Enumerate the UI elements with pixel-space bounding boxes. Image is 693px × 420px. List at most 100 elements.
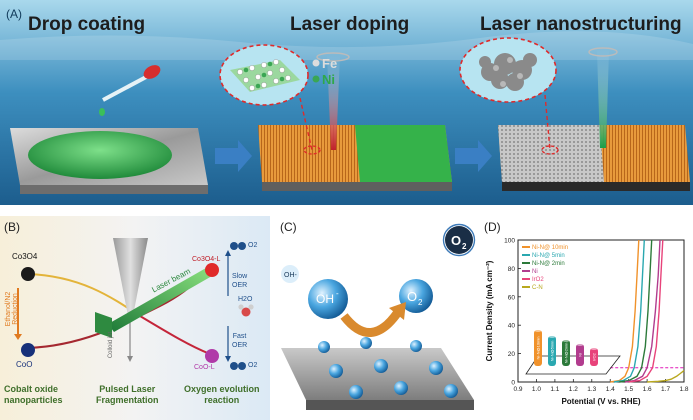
x-tick-label: 1.0 <box>532 386 541 393</box>
x-tick-label: 1.4 <box>606 386 615 393</box>
surface-spheres <box>318 337 458 399</box>
x-tick-label: 1.8 <box>679 386 688 393</box>
legend-label-2: Ni-N@ 2min <box>532 261 565 267</box>
co3o4-l-label: Co3O4-L <box>192 256 221 263</box>
co3o4-l-particle <box>205 263 219 277</box>
laser-beam-green <box>597 50 609 148</box>
x-tick-label: 1.7 <box>661 386 670 393</box>
inset-bar-label-2: Ni-N@2min <box>564 343 569 364</box>
legend-label-5: C-N <box>532 285 543 291</box>
reduction-label: Ethanol/N2 Reduction <box>5 291 19 327</box>
panel-a: Fe Ni (A) Drop coating Laser doping Lase… <box>0 0 693 205</box>
x-tick-label: 1.6 <box>643 386 652 393</box>
caption-left-line2: nanoparticles <box>4 395 63 405</box>
series-line-5 <box>647 370 685 383</box>
x-axis-label: Potential (V vs. RHE) <box>561 397 640 406</box>
panel-c-scene: OH- OH - O 2 O 2 <box>276 216 476 420</box>
legend-label-1: Ni-N@ 5min <box>532 253 565 259</box>
slow-text: Slow <box>232 273 248 280</box>
inset-bar-label-3: Ni <box>578 353 583 357</box>
o2-badge-sub: 2 <box>462 242 467 251</box>
oh-small-label: OH- <box>284 272 298 279</box>
x-tick-label: 1.3 <box>587 386 596 393</box>
inset-bar-cap-3 <box>576 342 584 346</box>
legend-label-3: Ni <box>532 269 538 275</box>
x-tick-label: 1.1 <box>550 386 559 393</box>
y-axis-label: Current Density (mA cm⁻²) <box>485 260 494 361</box>
y-tick-label: 0 <box>511 380 515 387</box>
o2-bottom-label: O2 <box>248 362 258 369</box>
step-laser-nanostructuring: Laser nanostructuring <box>480 14 682 35</box>
panel-d-tag: (D) <box>484 220 501 234</box>
caption-mid-line2: Fragmentation <box>96 395 159 405</box>
step-drop-coating: Drop coating <box>28 14 146 35</box>
nanostructured-substrate <box>498 125 690 191</box>
inset-bar-3 <box>576 344 584 366</box>
oh-big-label: OH <box>316 292 334 306</box>
plot-frame <box>517 239 685 383</box>
inset-bar-2 <box>562 340 570 366</box>
caption-pulsed-laser: Pulsed Laser Fragmentation <box>96 384 159 406</box>
water-label: H2O <box>238 296 253 303</box>
inset-bar-4 <box>590 348 598 366</box>
fast-oer-text: OER <box>232 342 248 349</box>
panel-b-tag: (B) <box>4 220 20 234</box>
step-laser-doping: Laser doping <box>290 14 410 35</box>
o2-badge-sphere <box>445 226 473 254</box>
caption-oer: Oxygen evolution reaction <box>184 384 260 406</box>
o2-top-label: O2 <box>248 242 258 249</box>
y-tick-label: 20 <box>508 351 516 358</box>
slow-oer-text: OER <box>232 282 248 289</box>
inset-bar-label-1: Ni-N@5min <box>550 341 555 362</box>
doped-substrate <box>258 125 452 191</box>
caption-right-line1: Oxygen evolution <box>184 384 260 394</box>
panel-a-tag: (A) <box>6 7 22 21</box>
y-tick-label: 40 <box>508 323 516 330</box>
catalyst-surface <box>281 348 474 400</box>
dropper-icon <box>99 65 161 116</box>
inset-bar-cap-4 <box>590 346 598 350</box>
series-line-2 <box>619 239 653 383</box>
x-tick-label: 0.9 <box>513 386 522 393</box>
fast-oer-label: Fast OER <box>232 332 247 350</box>
coo-label: CoO <box>16 360 33 369</box>
panel-a-scene: Fe Ni <box>0 0 693 205</box>
panel-b: (B) Co3O4 CoO Ethanol/N2 Reduction Laser… <box>0 216 270 420</box>
legend-label-0: Ni-N@ 10min <box>532 245 568 251</box>
coo-l-label: CoO-L <box>194 364 215 371</box>
inset-bar-0 <box>534 330 542 366</box>
oh-big-sphere <box>308 279 348 319</box>
o2-big-label: O <box>407 289 417 304</box>
caption-left-line1: Cobalt oxide <box>4 384 59 394</box>
panel-c: OH- OH - O 2 O 2 (C) <box>276 216 476 420</box>
laser-beam-red <box>327 55 340 150</box>
slow-oer-label: Slow OER <box>232 272 247 290</box>
laser-beam-bar <box>108 268 212 332</box>
colloid-jet-label: Colloid jet <box>108 331 115 359</box>
coo-particle <box>21 343 35 357</box>
fast-text: Fast <box>232 333 247 340</box>
y-tick-label: 60 <box>508 294 516 301</box>
inset-bar-cap-0 <box>534 328 542 332</box>
oh-small-sphere <box>281 265 299 283</box>
caption-cobalt-oxide: Cobalt oxide nanoparticles <box>4 384 63 406</box>
process-arrow-1 <box>215 140 252 172</box>
coo-l-particle <box>205 349 219 363</box>
reaction-arrow <box>340 309 402 337</box>
co3o4-label: Co3O4 <box>12 252 38 261</box>
inset-bar-label-4: IrO2 <box>592 352 597 361</box>
green-coating <box>28 131 172 179</box>
caption-right-line2: reaction <box>204 395 240 405</box>
series-line-1 <box>613 239 645 383</box>
process-arrow-2 <box>455 140 492 172</box>
inset-bar-cap-2 <box>562 338 570 342</box>
series-line-4 <box>628 239 664 383</box>
element-fe-label: Fe <box>322 56 337 71</box>
caption-mid-line1: Pulsed Laser <box>99 384 156 394</box>
o2-big-sphere <box>399 279 433 313</box>
oh-big-sup: - <box>336 289 339 298</box>
inset-bar-cap-1 <box>548 334 556 338</box>
panel-c-tag: (C) <box>280 220 297 234</box>
